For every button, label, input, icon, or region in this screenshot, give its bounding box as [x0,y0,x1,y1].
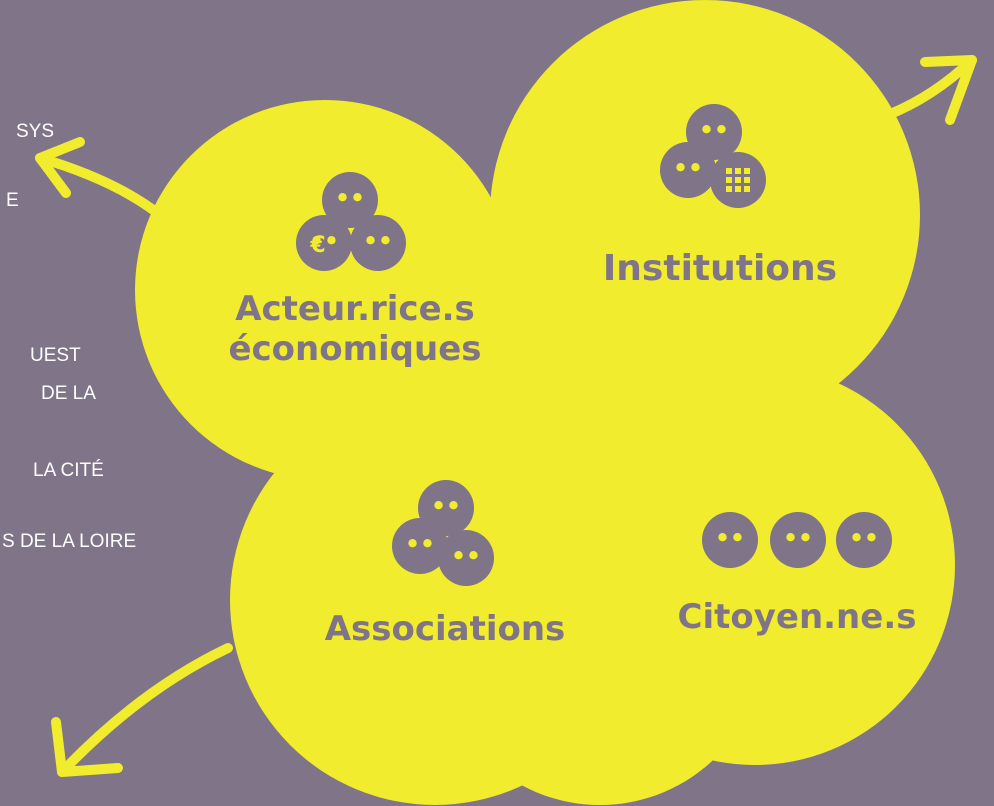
side-label-sys: SYS [16,121,55,142]
side-label-de-la-loire: S DE LA LOIRE [2,531,137,552]
economic-actors-label-line2: économiques [228,329,481,369]
citizens-label: Citoyen.ne.s [678,597,917,637]
arrow-top-right [875,55,977,125]
three-people-icon [702,512,892,568]
blob-lobe-bottom [435,475,765,805]
associations-label: Associations [325,609,566,649]
side-label-de-la: DE LA [41,383,96,404]
people-euro-icon: € [296,172,406,271]
institutions-label: Institutions [603,248,837,289]
side-label-la-cite: LA CITÉ [33,460,104,481]
economic-actors-label-line1: Acteur.rice.s [235,289,475,329]
euro-symbol: € [309,233,325,258]
side-label-uest: UEST [30,345,81,366]
stakeholder-blob [135,0,955,805]
arrow-top-left [35,137,165,220]
arrow-bottom-left [51,643,233,777]
people-building-icon [660,104,766,208]
side-label-e: E [6,190,19,211]
